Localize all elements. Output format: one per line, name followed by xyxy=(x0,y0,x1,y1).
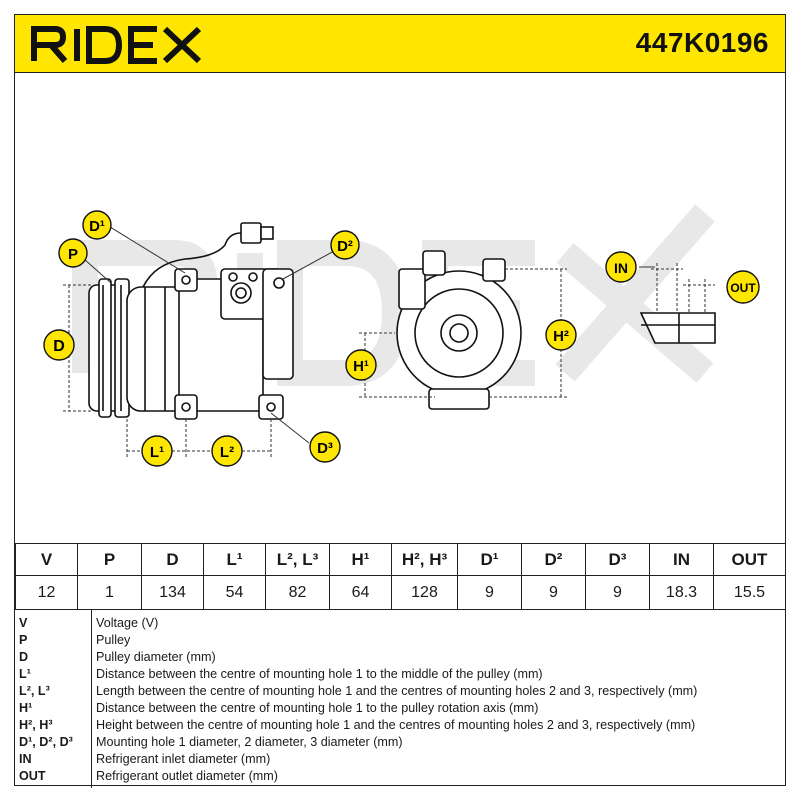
callout-l1: L¹ xyxy=(141,435,173,467)
callout-h2: H² xyxy=(545,319,577,351)
callout-p-label: P xyxy=(68,246,78,263)
callout-d3: D³ xyxy=(309,431,341,463)
spec-header: D xyxy=(141,543,204,576)
legend-desc: Mounting hole 1 diameter, 2 diameter, 3 … xyxy=(96,735,403,749)
spec-header: L², L³ xyxy=(265,543,330,576)
legend-item: D Pulley diameter (mm) xyxy=(15,649,785,666)
legend-item: OUT Refrigerant outlet diameter (mm) xyxy=(15,768,785,785)
callout-out-label: OUT xyxy=(730,281,756,295)
compressor-drawing xyxy=(63,204,716,459)
spec-header: H², H³ xyxy=(391,543,458,576)
callout-in-label: IN xyxy=(614,260,628,276)
legend-item: L², L³ Length between the centre of moun… xyxy=(15,683,785,700)
legend-item: P Pulley xyxy=(15,632,785,649)
callout-in: IN xyxy=(605,251,637,283)
part-number: 447K0196 xyxy=(635,27,769,58)
callout-d1-label: D¹ xyxy=(89,218,105,235)
callout-d-label: D xyxy=(53,338,65,355)
legend-desc: Refrigerant inlet diameter (mm) xyxy=(96,752,271,766)
legend-desc: Pulley diameter (mm) xyxy=(96,650,216,664)
callout-d2: D² xyxy=(330,230,360,260)
legend-item: L¹ Distance between the centre of mounti… xyxy=(15,666,785,683)
legend-key: V xyxy=(19,616,28,630)
spec-value: 9 xyxy=(457,575,522,610)
datasheet: 447K0196 xyxy=(14,14,786,788)
spec-header: D³ xyxy=(585,543,650,576)
legend-desc: Length between the centre of mounting ho… xyxy=(96,684,698,698)
legend-item: V Voltage (V) xyxy=(15,615,785,632)
compressor-side-view xyxy=(88,222,294,420)
technical-drawing: D¹ P D D² L¹ xyxy=(15,73,785,543)
callout-d3-label: D³ xyxy=(317,440,333,457)
legend-key: OUT xyxy=(19,769,46,783)
callout-d2-label: D² xyxy=(337,238,353,255)
spec-value: 134 xyxy=(141,575,204,610)
spec-value: 18.3 xyxy=(649,575,714,610)
spec-header-row: V P D L¹ L², L³ H¹ H², H³ D¹ D² D³ IN OU… xyxy=(15,543,786,576)
callout-layer: D¹ P D D² L¹ xyxy=(43,210,760,467)
legend-key: H¹ xyxy=(19,701,33,715)
legend-item: H¹ Distance between the centre of mounti… xyxy=(15,700,785,717)
compressor-front-view xyxy=(396,250,522,410)
callout-h2-label: H² xyxy=(553,328,569,345)
port-detail-view xyxy=(639,312,716,344)
spec-header: L¹ xyxy=(203,543,266,576)
legend-item: IN Refrigerant inlet diameter (mm) xyxy=(15,751,785,768)
spec-value: 1 xyxy=(77,575,142,610)
header-bar: 447K0196 xyxy=(15,15,785,73)
callout-p: P xyxy=(58,238,88,268)
callout-l2-label: L² xyxy=(220,444,234,461)
spec-value: 82 xyxy=(265,575,330,610)
legend-item: D¹, D², D³ Mounting hole 1 diameter, 2 d… xyxy=(15,734,785,751)
legend-key: D¹, D², D³ xyxy=(19,735,73,749)
spec-header: OUT xyxy=(713,543,786,576)
spec-header: IN xyxy=(649,543,714,576)
legend-key: D xyxy=(19,650,29,664)
legend-item: H², H³ Height between the centre of moun… xyxy=(15,717,785,734)
callout-h1: H¹ xyxy=(345,349,377,381)
callout-h1-label: H¹ xyxy=(353,358,369,375)
spec-table: V P D L¹ L², L³ H¹ H², H³ D¹ D² D³ IN OU… xyxy=(15,543,786,610)
legend-key: L¹ xyxy=(19,667,31,681)
ridex-logo xyxy=(31,26,202,64)
callout-d1: D¹ xyxy=(82,210,112,240)
legend-key: H², H³ xyxy=(19,718,53,732)
spec-value: 15.5 xyxy=(713,575,786,610)
legend-desc: Distance between the centre of mounting … xyxy=(96,701,539,715)
spec-value: 12 xyxy=(15,575,78,610)
spec-value: 54 xyxy=(203,575,266,610)
callout-d: D xyxy=(43,329,75,361)
callout-l2: L² xyxy=(211,435,243,467)
legend: V Voltage (V) P Pulley D Pulley diameter… xyxy=(15,609,785,788)
legend-desc: Pulley xyxy=(96,633,131,647)
legend-desc: Refrigerant outlet diameter (mm) xyxy=(96,769,278,783)
legend-key: L², L³ xyxy=(19,684,50,698)
spec-value: 9 xyxy=(585,575,650,610)
legend-divider xyxy=(91,610,92,788)
legend-desc: Height between the centre of mounting ho… xyxy=(96,718,696,732)
spec-header: V xyxy=(15,543,78,576)
spec-header: D² xyxy=(521,543,586,576)
legend-key: IN xyxy=(19,752,32,766)
spec-value: 9 xyxy=(521,575,586,610)
legend-desc: Voltage (V) xyxy=(96,616,159,630)
callout-out: OUT xyxy=(726,270,760,304)
callout-l1-label: L¹ xyxy=(150,444,164,461)
spec-value: 64 xyxy=(329,575,392,610)
spec-value-row: 12 1 134 54 82 64 128 9 9 9 18.3 15.5 xyxy=(15,575,786,610)
legend-desc: Distance between the centre of mounting … xyxy=(96,667,543,681)
spec-header: H¹ xyxy=(329,543,392,576)
spec-value: 128 xyxy=(391,575,458,610)
spec-header: D¹ xyxy=(457,543,522,576)
spec-header: P xyxy=(77,543,142,576)
legend-key: P xyxy=(19,633,28,647)
